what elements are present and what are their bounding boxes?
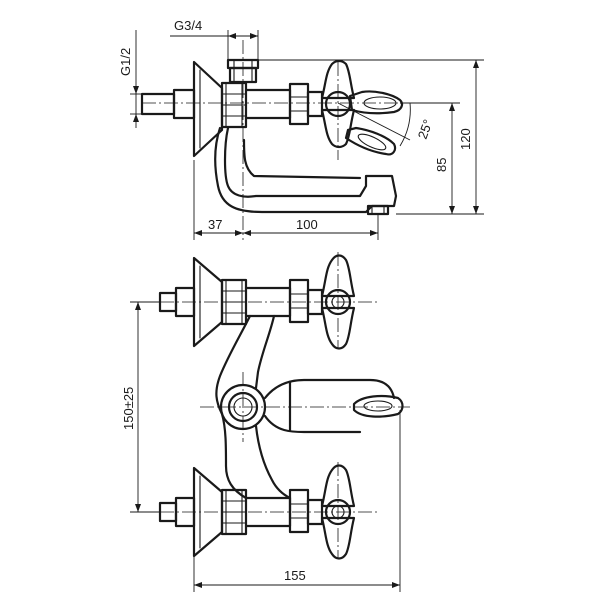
dim-37-label: 37 xyxy=(208,217,222,232)
dim-150-label: 150±25 xyxy=(121,387,136,430)
dim-100-label: 100 xyxy=(296,217,318,232)
thread-g34-label: G3/4 xyxy=(174,18,202,33)
front-view: 150±25 155 xyxy=(121,252,410,592)
angle-25-label: 25° xyxy=(415,117,436,141)
dim-120-label: 120 xyxy=(458,128,473,150)
dim-85-label: 85 xyxy=(434,158,449,172)
thread-g12-label: G1/2 xyxy=(118,48,133,76)
side-view: 25° G3/4 G1/2 37 100 xyxy=(118,18,484,240)
dim-155-label: 155 xyxy=(284,568,306,583)
